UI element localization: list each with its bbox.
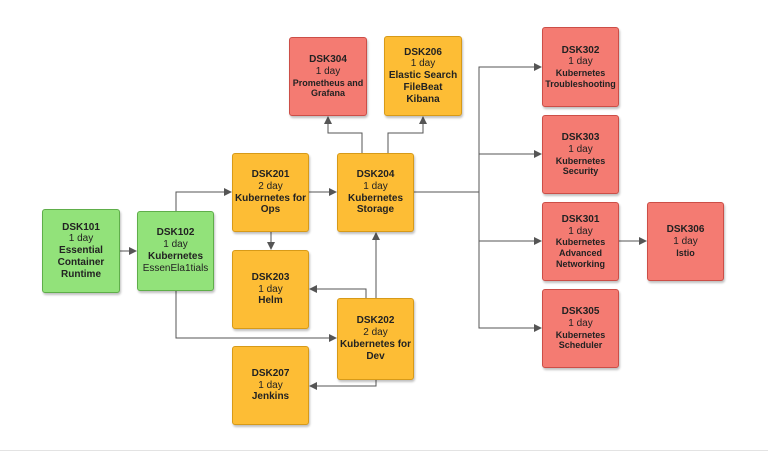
node-code: DSK207 — [251, 367, 290, 379]
node-duration: 1 day — [568, 225, 593, 237]
node-dsk201[interactable]: DSK201 2 day Kubernetes for Ops — [232, 153, 309, 232]
node-code: DSK305 — [561, 306, 600, 318]
node-title-line: Istio — [676, 247, 695, 258]
node-duration: 1 day — [673, 236, 698, 248]
node-code: DSK306 — [666, 224, 705, 236]
node-title-line: Essential — [59, 245, 103, 257]
node-dsk204[interactable]: DSK204 1 day Kubernetes Storage — [337, 153, 414, 232]
node-title-line: Kubernetes for — [234, 192, 307, 204]
node-code: DSK202 — [356, 315, 395, 327]
edge-dsk204-dsk304 — [324, 116, 363, 153]
edge-dsk204-dsk301 — [478, 192, 542, 245]
node-duration: 1 day — [568, 317, 593, 329]
node-title-line: Dev — [366, 350, 385, 362]
node-title-line: Kubernetes — [555, 68, 606, 79]
node-code: DSK201 — [251, 168, 290, 180]
bottom-divider — [0, 450, 768, 451]
node-code: DSK304 — [309, 54, 347, 66]
node-dsk301[interactable]: DSK301 1 day Kubernetes Advanced Network… — [542, 202, 619, 281]
node-title-line: Kubernetes for — [339, 339, 412, 350]
node-duration: 1 day — [363, 180, 388, 192]
edge-dsk204-dsk302 — [414, 63, 542, 193]
node-title-line: Kubernetes — [147, 251, 203, 262]
node-duration: 1 day — [258, 283, 283, 295]
node-dsk207[interactable]: DSK207 1 day Jenkins — [232, 346, 309, 425]
node-title-line: Helm — [258, 295, 283, 307]
node-title-line: Prometheus and — [292, 77, 364, 88]
node-duration: 1 day — [315, 65, 341, 77]
node-code: DSK303 — [561, 132, 600, 144]
edge-dsk102-dsk201 — [175, 188, 232, 211]
node-code: DSK203 — [251, 271, 290, 283]
node-duration: 1 day — [410, 58, 436, 70]
node-dsk101[interactable]: DSK101 1 day Essential Container Runtime — [42, 209, 120, 293]
node-dsk203[interactable]: DSK203 1 day Helm — [232, 250, 309, 329]
node-title-line: Advanced — [558, 247, 602, 258]
node-title-line: FileBeat — [403, 81, 443, 93]
edge-dsk204-dsk206 — [387, 116, 427, 153]
node-title-line: Grafana — [310, 88, 345, 99]
node-title-line: Kibana — [406, 93, 440, 105]
edge-dsk202-dsk203 — [309, 285, 367, 298]
edge-dsk204-dsk305 — [478, 241, 542, 332]
node-title-line: Container — [57, 256, 105, 268]
node-duration: 1 day — [568, 143, 593, 155]
node-dsk304[interactable]: DSK304 1 day Prometheus and Grafana — [289, 37, 367, 116]
node-title-line: Storage — [356, 204, 395, 216]
node-dsk202[interactable]: DSK202 2 day Kubernetes for Dev — [337, 298, 414, 380]
node-dsk206[interactable]: DSK206 1 day Elastic Search FileBeat Kib… — [384, 36, 462, 116]
node-duration: 2 day — [363, 327, 388, 339]
node-duration: 1 day — [258, 379, 283, 391]
node-title-line: Jenkins — [251, 391, 290, 403]
node-code: DSK101 — [62, 221, 100, 233]
edge-dsk202-dsk207 — [309, 380, 377, 390]
node-title-line: EssenEla1tials — [142, 262, 209, 274]
node-code: DSK206 — [404, 46, 442, 58]
node-title-line: Elastic Search — [388, 70, 458, 82]
edge-dsk102-dsk202 — [175, 291, 337, 342]
node-duration: 1 day — [568, 56, 593, 68]
node-code: DSK302 — [561, 44, 600, 56]
node-dsk302[interactable]: DSK302 1 day Kubernetes Troubleshooting — [542, 27, 619, 107]
node-title-line: Networking — [555, 258, 605, 269]
node-title-line: Ops — [260, 204, 281, 216]
node-dsk102[interactable]: DSK102 1 day Kubernetes EssenEla1tials — [137, 211, 214, 291]
node-code: DSK102 — [156, 227, 195, 239]
node-dsk306[interactable]: DSK306 1 day Istio — [647, 202, 724, 281]
node-title-line: Security — [562, 166, 599, 177]
node-title-line: Troubleshooting — [545, 78, 616, 89]
node-code: DSK204 — [356, 168, 395, 180]
node-title-line: Kubernetes — [555, 329, 606, 340]
node-duration: 2 day — [258, 180, 283, 192]
node-title-line: Kubernetes — [347, 192, 403, 204]
node-title-line: Kubernetes — [555, 237, 606, 248]
node-dsk305[interactable]: DSK305 1 day Kubernetes Scheduler — [542, 289, 619, 368]
node-title-line: Runtime — [61, 268, 101, 280]
node-code: DSK301 — [561, 213, 600, 225]
node-dsk303[interactable]: DSK303 1 day Kubernetes Security — [542, 115, 619, 194]
node-duration: 1 day — [163, 239, 188, 251]
node-duration: 1 day — [68, 233, 94, 245]
node-title-line: Kubernetes — [555, 155, 606, 166]
node-title-line: Scheduler — [558, 340, 603, 351]
